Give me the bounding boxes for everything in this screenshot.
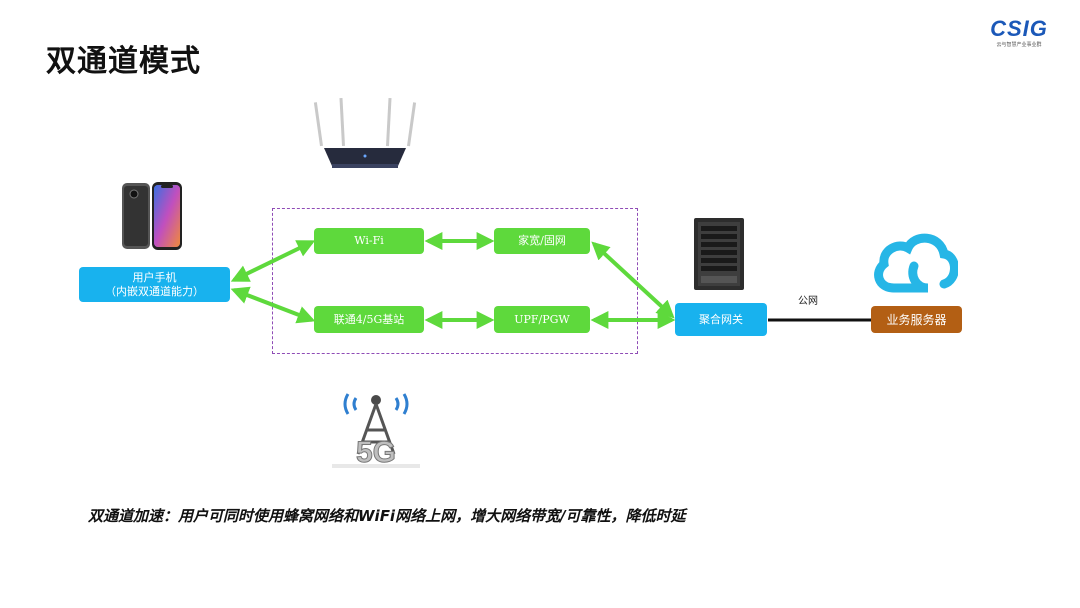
public-network-label: 公网: [798, 296, 818, 307]
aggregation-gateway-node: 聚合网关: [675, 303, 767, 336]
smartphone-icon: [122, 182, 182, 250]
arrow-broadband-gateway: [591, 241, 675, 319]
user-phone-sublabel: （内嵌双通道能力）: [105, 284, 204, 298]
footer-description: 双通道加速：用户可同时使用蜂窝网络和WiFi网络上网，增大网络带宽/可靠性，降低…: [88, 507, 686, 525]
cloud-icon: [874, 233, 958, 293]
wifi-router-icon: [313, 98, 417, 168]
logo-text: CSIG: [990, 16, 1048, 41]
page-title: 双通道模式: [46, 44, 201, 79]
server-tower-icon: [694, 218, 744, 290]
wifi-node: Wi-Fi: [314, 228, 424, 254]
arrow-phone-basestation: [230, 286, 316, 324]
broadband-node: 家宽/固网: [494, 228, 590, 254]
upf-pgw-node: UPF/PGW: [494, 306, 590, 333]
basestation-node: 联通4/5G基站: [314, 306, 424, 333]
5g-icon-text: 5G: [356, 436, 396, 469]
user-phone-label: 用户手机: [132, 270, 177, 284]
csig-logo: CSIG 云与智慧产业事业群: [980, 18, 1058, 50]
logo-subtitle: 云与智慧产业事业群: [996, 42, 1042, 48]
business-server-node: 业务服务器: [871, 306, 962, 333]
arrow-phone-wifi: [230, 240, 316, 282]
5g-antenna-icon: 5G: [332, 393, 420, 470]
user-phone-node: 用户手机 （内嵌双通道能力）: [79, 267, 230, 302]
